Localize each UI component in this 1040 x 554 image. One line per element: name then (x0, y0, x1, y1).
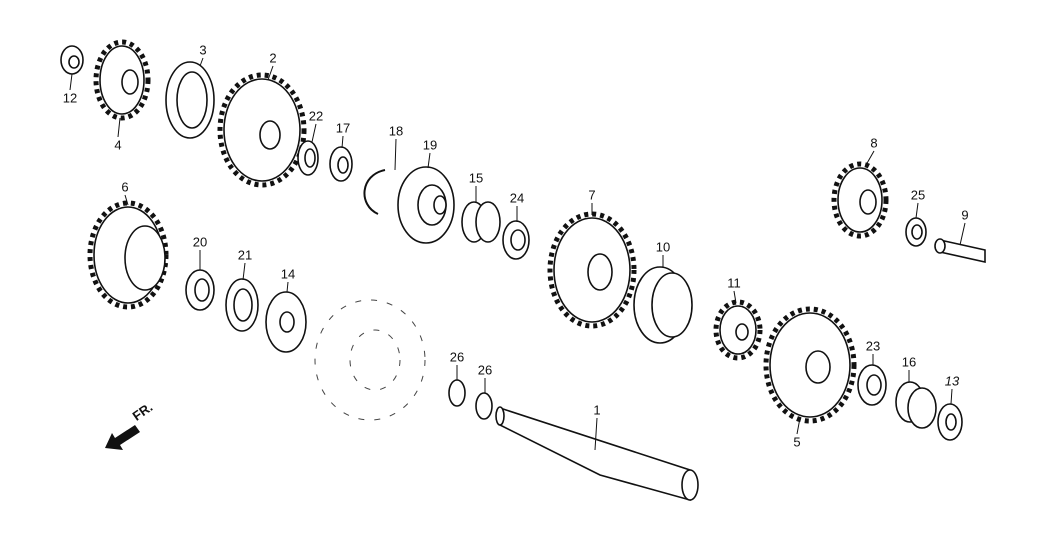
callout-25: 25 (910, 187, 926, 203)
callout-18: 18 (388, 123, 404, 139)
part-5-gear (763, 306, 857, 424)
callout-26-a: 26 (449, 349, 465, 365)
callout-24: 24 (509, 190, 525, 206)
part-10-sleeve (633, 266, 693, 344)
part-6-gear (87, 200, 169, 310)
callout-13: 13 (944, 373, 960, 389)
callout-16: 16 (901, 354, 917, 370)
part-11-gear (713, 299, 763, 361)
part-19-ball-bearing (397, 166, 455, 244)
part-22-needle-bearing (297, 140, 319, 176)
part-13-washer (937, 403, 963, 441)
part-12-nut (60, 45, 84, 75)
part-7-gear (547, 211, 637, 329)
callout-4: 4 (114, 137, 122, 153)
callout-22: 22 (308, 108, 324, 124)
part-18-snap-ring (363, 169, 386, 215)
callout-9: 9 (961, 207, 969, 223)
part-16-collar (895, 381, 937, 429)
callout-17: 17 (335, 120, 351, 136)
callout-5: 5 (793, 434, 801, 450)
part-20-needle-bearing (185, 269, 215, 311)
part-26-ring-a (448, 379, 466, 407)
callout-8: 8 (870, 135, 878, 151)
part-21-thrust-bearing (225, 278, 259, 332)
callout-10: 10 (655, 239, 671, 255)
callout-21: 21 (237, 247, 253, 263)
part-25-needle-bearing (905, 217, 927, 247)
part-24-needle-bearing (502, 220, 530, 260)
differential-phantom (314, 299, 426, 421)
callout-7: 7 (588, 187, 596, 203)
front-direction-arrow-icon (105, 425, 140, 450)
part-1-shaft (495, 406, 699, 502)
callout-14: 14 (280, 266, 296, 282)
callout-20: 20 (192, 234, 208, 250)
callout-6: 6 (121, 179, 129, 195)
part-14-washer (265, 291, 307, 353)
callout-19: 19 (422, 137, 438, 153)
part-26-ring-b (475, 392, 493, 420)
callout-15: 15 (468, 170, 484, 186)
leader-lines (69, 57, 966, 451)
callout-3: 3 (199, 42, 207, 58)
part-8-gear (831, 161, 889, 239)
part-9-shaft (934, 238, 986, 263)
callout-12: 12 (62, 90, 78, 106)
callout-23: 23 (865, 338, 881, 354)
part-23-needle-bearing (857, 364, 887, 406)
part-3-bearing (165, 61, 215, 139)
callout-2: 2 (269, 50, 277, 66)
part-15-collar (461, 201, 501, 243)
part-2-gear (217, 72, 307, 188)
callout-1: 1 (593, 402, 601, 418)
part-4-gear (93, 39, 151, 121)
part-17-collar (329, 146, 353, 182)
callout-11: 11 (727, 275, 741, 291)
callout-26-b: 26 (477, 362, 493, 378)
